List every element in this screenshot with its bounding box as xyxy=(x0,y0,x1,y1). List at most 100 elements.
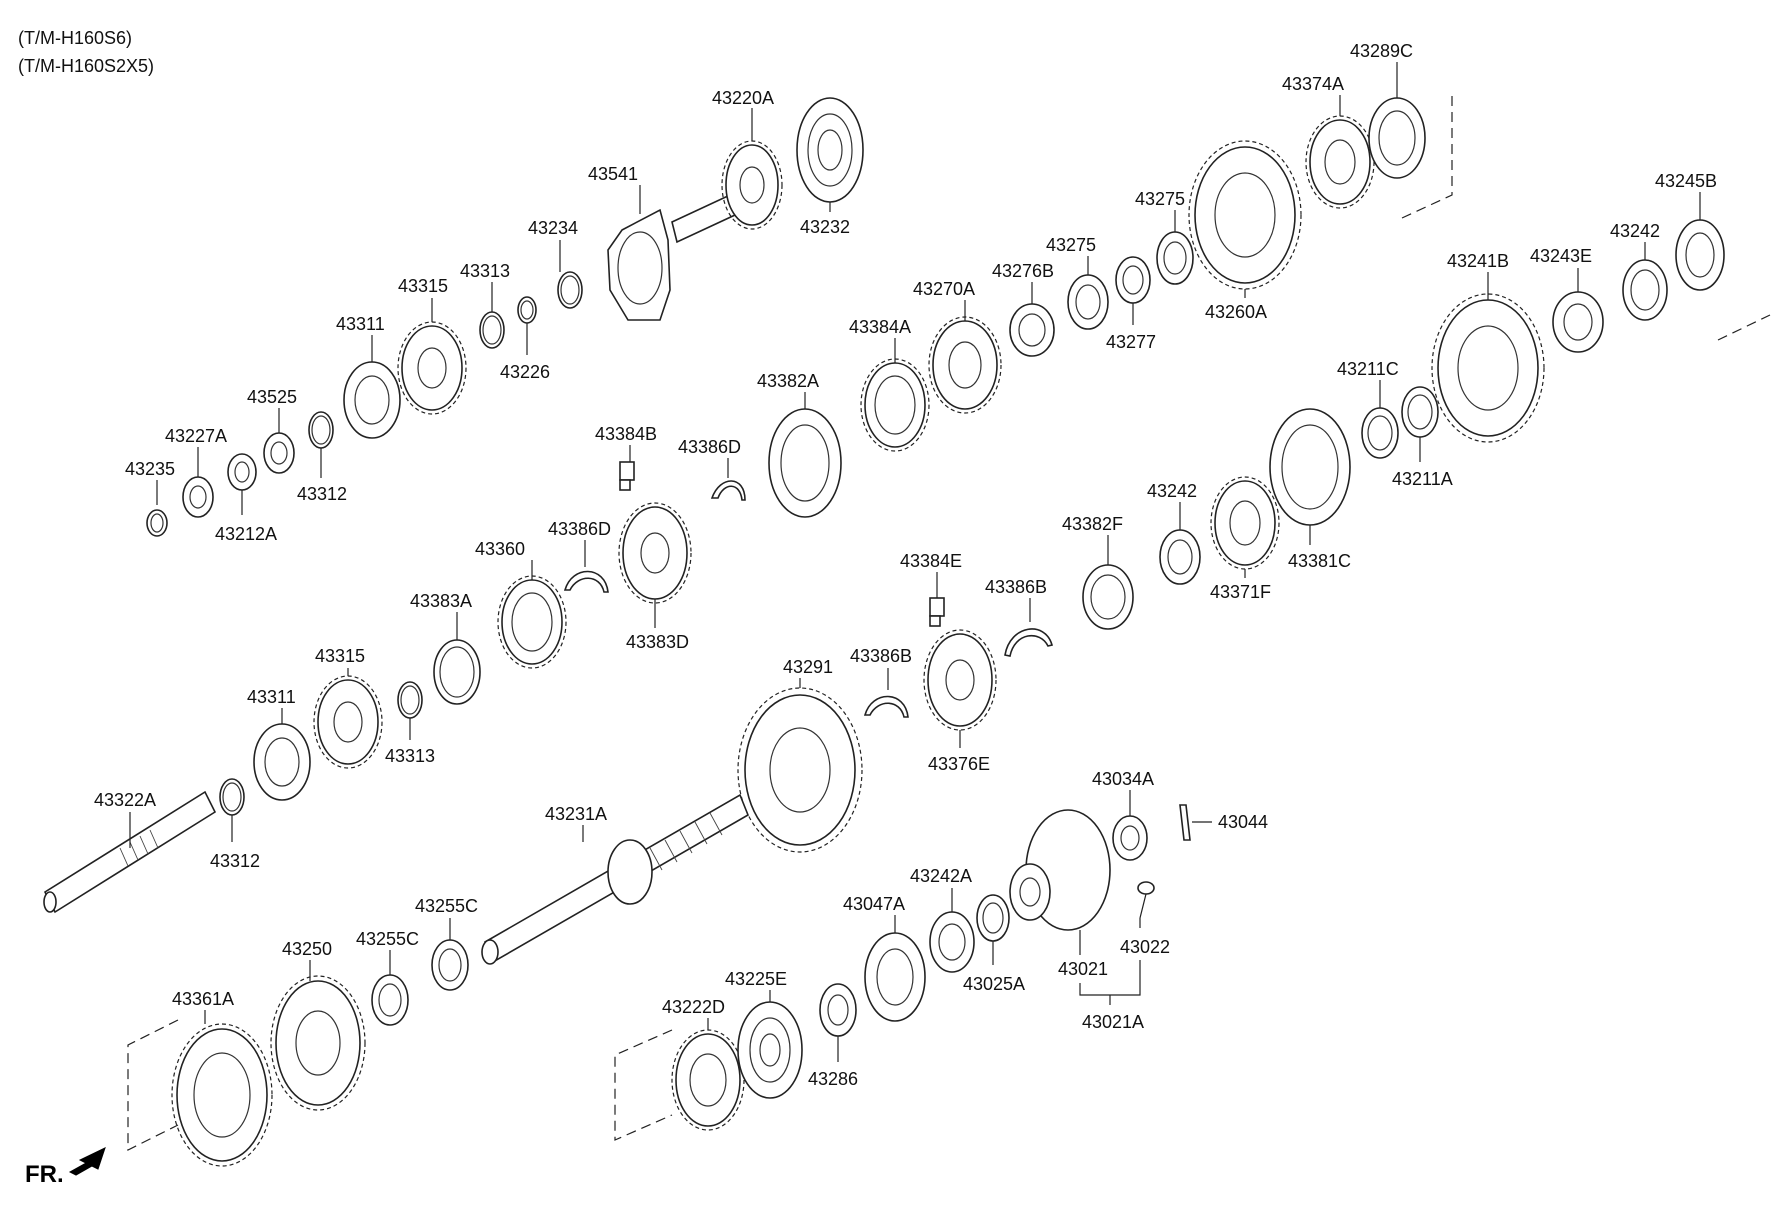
part-43232-bearing xyxy=(796,97,864,203)
part-43313-ring-top xyxy=(479,311,505,349)
front-direction-indicator: FR. xyxy=(25,1147,106,1188)
part-43241b-gear xyxy=(1431,293,1545,443)
label-43382f: 43382F xyxy=(1062,514,1123,534)
label-43222d: 43222D xyxy=(662,997,725,1017)
part-43360-gear xyxy=(497,575,567,669)
part-43376e-hub xyxy=(923,629,997,731)
label-43234: 43234 xyxy=(528,218,578,238)
part-43047a-bearing xyxy=(864,932,926,1022)
label-43360: 43360 xyxy=(475,539,525,559)
label-43047a: 43047A xyxy=(843,894,905,914)
part-43275-bearing-a xyxy=(1067,274,1109,330)
dashed-guide-right xyxy=(1717,314,1771,341)
label-43381c: 43381C xyxy=(1288,551,1351,571)
label-43374a: 43374A xyxy=(1282,74,1344,94)
label-43243e: 43243E xyxy=(1530,246,1592,266)
part-43211c-ring xyxy=(1361,407,1399,459)
label-43034a: 43034A xyxy=(1092,769,1154,789)
part-43315-gear-top xyxy=(397,321,467,415)
part-43384e-key xyxy=(929,597,945,627)
label-43383a: 43383A xyxy=(410,591,472,611)
part-43234-snap-ring xyxy=(557,271,583,309)
label-43371f: 43371F xyxy=(1210,582,1271,602)
part-43286-collar xyxy=(819,983,857,1037)
front-arrow-icon xyxy=(68,1147,106,1176)
label-43311-top: 43311 xyxy=(336,314,385,334)
front-label: FR. xyxy=(25,1161,64,1188)
label-43291: 43291 xyxy=(783,657,833,677)
part-43384a-synchro-ring xyxy=(860,358,930,452)
label-43386d-b: 43386D xyxy=(548,519,611,539)
label-43242-mid: 43242 xyxy=(1147,481,1197,501)
label-43275-b: 43275 xyxy=(1135,189,1185,209)
label-43235: 43235 xyxy=(125,459,175,479)
part-43311-needle-bearing-top xyxy=(343,361,401,439)
part-43255c-bearing-a xyxy=(431,939,469,991)
label-43212a: 43212A xyxy=(215,524,277,544)
label-43242a: 43242A xyxy=(910,866,972,886)
part-43250-gear xyxy=(270,975,366,1111)
label-43021a: 43021A xyxy=(1082,1012,1144,1032)
leader-lines xyxy=(129,62,1701,1062)
label-43211c: 43211C xyxy=(1337,359,1399,379)
label-43382a: 43382A xyxy=(757,371,819,391)
label-43315-mid: 43315 xyxy=(315,646,365,666)
label-43250: 43250 xyxy=(282,939,332,959)
label-43525: 43525 xyxy=(247,387,297,407)
part-43322a-shaft xyxy=(43,790,217,914)
part-43034a-nut xyxy=(1112,815,1148,861)
part-43313-ring-mid xyxy=(397,681,423,719)
label-43241b: 43241B xyxy=(1447,251,1509,271)
part-43220a-input-shaft xyxy=(671,140,783,244)
label-43384e: 43384E xyxy=(900,551,962,571)
label-43312-mid: 43312 xyxy=(210,851,260,871)
label-43386d-a: 43386D xyxy=(678,437,741,457)
part-43225e-bearing xyxy=(737,1001,803,1099)
part-43275-bearing-b xyxy=(1156,231,1194,285)
label-43255c-a: 43255C xyxy=(415,896,478,916)
header-line-2: (T/M-H160S2X5) xyxy=(18,56,154,76)
label-43220a: 43220A xyxy=(712,88,774,108)
label-43270a: 43270A xyxy=(913,279,975,299)
label-43313-top: 43313 xyxy=(460,261,510,281)
label-43313-mid: 43313 xyxy=(385,746,435,766)
label-43245b: 43245B xyxy=(1655,171,1717,191)
part-43382f-sleeve xyxy=(1082,564,1134,630)
part-43374a-gear xyxy=(1305,115,1375,209)
part-43243e-sleeve xyxy=(1552,291,1604,353)
part-43386d-key-b xyxy=(563,570,609,593)
part-43260a-gear xyxy=(1188,140,1302,290)
label-43226: 43226 xyxy=(500,362,550,382)
part-43541-retainer xyxy=(607,208,671,321)
part-43245b-ring xyxy=(1675,219,1725,291)
label-43384a: 43384A xyxy=(849,317,911,337)
part-43383a-ring xyxy=(433,639,481,705)
part-43382a-sleeve xyxy=(768,408,842,518)
part-43211a-ring xyxy=(1401,386,1439,438)
label-43025a: 43025A xyxy=(963,974,1025,994)
part-43235-snap-ring xyxy=(146,509,168,537)
part-labels: 43235 43227A 43212A 43525 43312 43311 43… xyxy=(94,41,1717,1089)
label-43384b: 43384B xyxy=(595,424,657,444)
part-43231a-main-shaft xyxy=(481,793,750,965)
label-43289c: 43289C xyxy=(1350,41,1413,61)
label-43231a: 43231A xyxy=(545,804,607,824)
part-43291-gear xyxy=(737,687,863,853)
part-43371f-gear xyxy=(1210,476,1280,570)
label-43376e: 43376E xyxy=(928,754,990,774)
part-43386b-key-b xyxy=(863,695,909,718)
part-43312-ring-mid xyxy=(219,778,245,816)
part-43044-pin xyxy=(1179,804,1191,841)
part-43386b-key-a xyxy=(1004,628,1053,657)
label-43312-top: 43312 xyxy=(297,484,347,504)
label-43232: 43232 xyxy=(800,217,850,237)
label-43021: 43021 xyxy=(1058,959,1108,979)
part-43289c-ring xyxy=(1368,97,1426,179)
label-43386b-a: 43386B xyxy=(985,577,1047,597)
part-43312-ring-top xyxy=(308,411,334,449)
part-43386d-key-a xyxy=(710,480,746,501)
label-43277: 43277 xyxy=(1106,332,1156,352)
part-43242-bearing-top xyxy=(1622,259,1668,321)
